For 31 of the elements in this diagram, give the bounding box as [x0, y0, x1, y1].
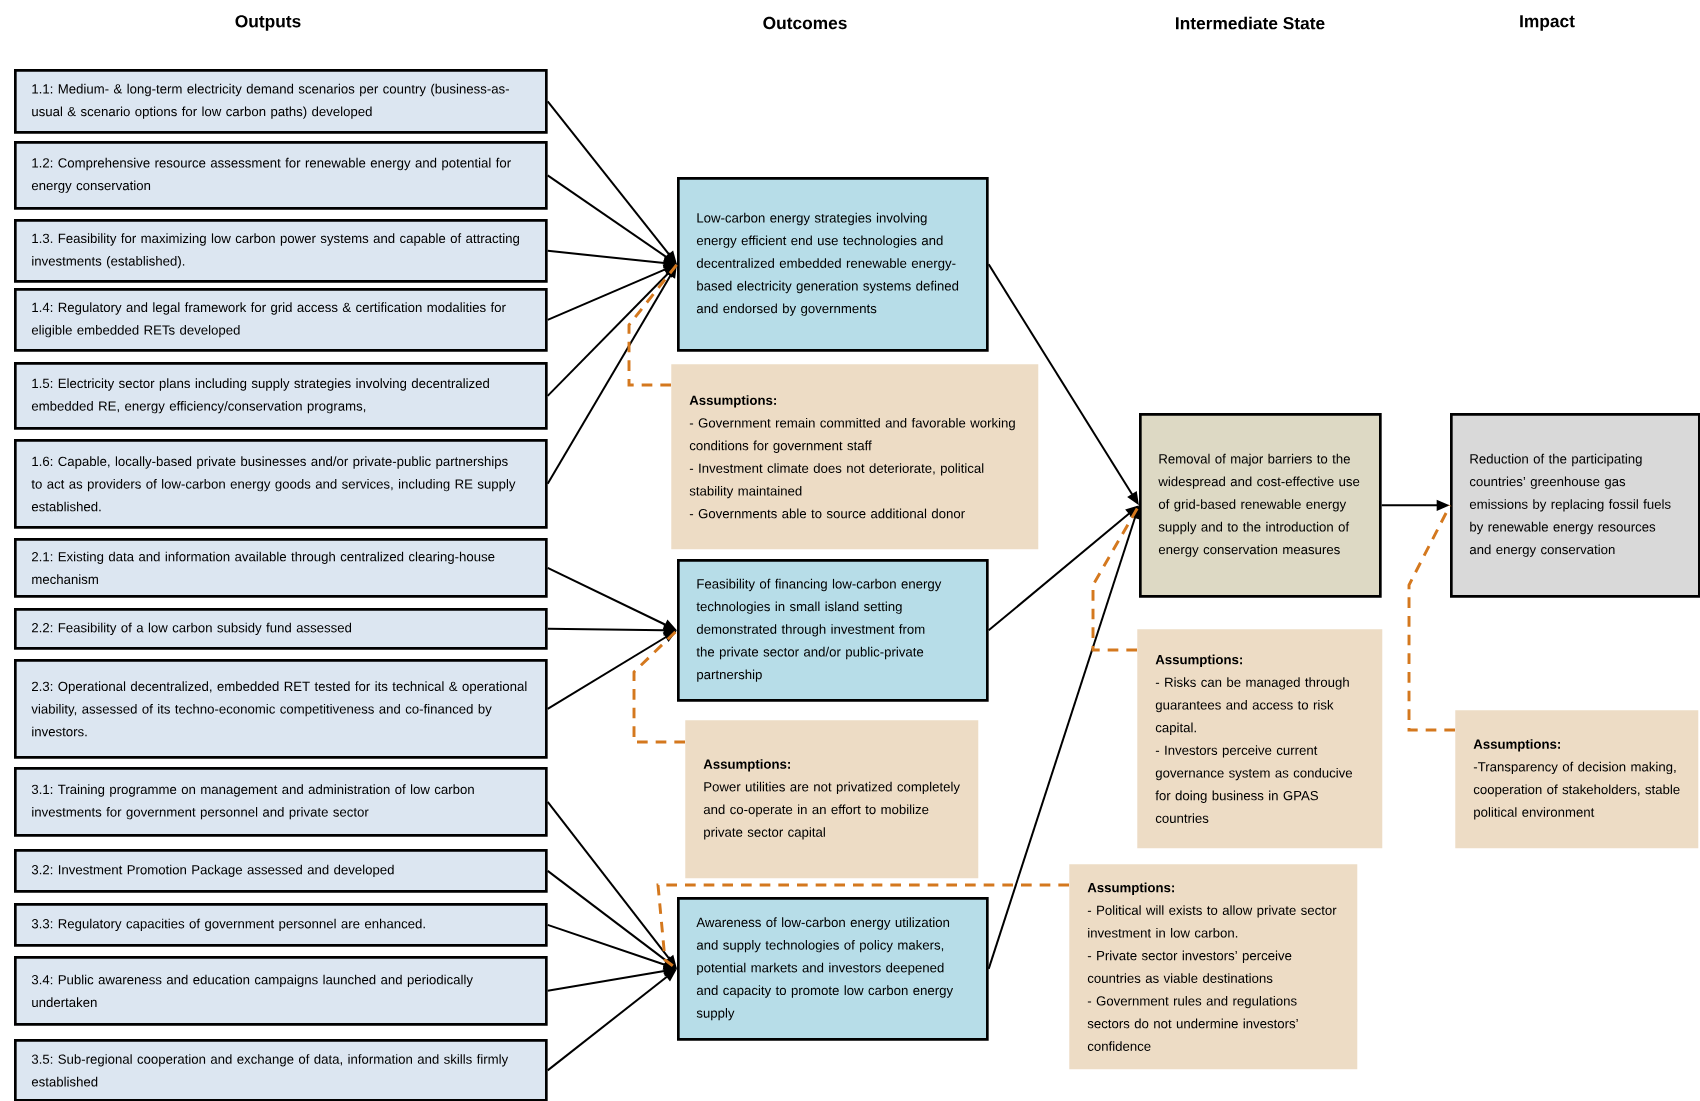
column-heading: Impact [1520, 15, 1575, 31]
output-box: 3.2: Investment Promotion Package assessed and developed [14, 849, 548, 893]
output-box: 1.5: Electricity sector plans including supply strategies involving decentralized embedded RE, energy efficiency/conservation programs, [14, 362, 548, 430]
assumption-box: Assumptions: -Transparency of decision making, cooperation of stakeholders, stable political environment [1455, 710, 1699, 849]
dashed-connector [632, 629, 685, 744]
outcome-box: Awareness of low-carbon energy utilization and supply technologies of policy makers, potential markets and investors deepened and capacity to promote low carbon energy supply [677, 897, 989, 1041]
impact-box: Reduction of the participating countries’ greenhouse gas emissions by replacing fossil fuels by renewable energy resources and energy conservation [1450, 413, 1700, 598]
output-box: 2.3: Operational decentralized, embedded RET tested for its technical & operational viability, assessed of its techno-economic competitiveness and co-financed by investors. [14, 659, 548, 759]
assumption-box: Assumptions: - Political will exists to allow private sector investment in low carbon. - Private sector investors’ perceive countries as viable destinations - Government rules and regulations sectors do not undermine investors’ confidence [1069, 864, 1358, 1070]
output-box: 3.1: Training programme on management and administration of low carbon investments for government personnel and private sector [14, 767, 548, 837]
intermediate-box: Removal of major barriers to the widespread and cost-effective use of grid-based renewable energy supply and to the introduction of energy conservation measures [1139, 413, 1382, 598]
assumption-box: Assumptions: Power utilities are not privatized completely and co-operate in an effort to mobilize private sector capital [685, 720, 979, 879]
output-box: 3.4: Public awareness and education campaigns launched and periodically undertaken [14, 956, 548, 1026]
output-box: 1.2: Comprehensive resource assessment for renewable energy and potential for energy conservation [14, 141, 548, 210]
assumption-box: Assumptions: - Risks can be managed through guarantees and access to risk capital. - Investors perceive current governance system as conducive for doing business in GPAS countries [1137, 629, 1383, 849]
output-box: 3.3: Regulatory capacities of government personnel are enhanced. [14, 903, 548, 947]
assumption-box: Assumptions: - Government remain committed and favorable working conditions for government staff - Investment climate does not deteriorate, political stability maintained - Governments able to source additional donor [671, 364, 1039, 550]
output-box: 1.6: Capable, locally-based private businesses and/or private-public partnerships to act as providers of low-carbon energy goods and services, including RE supply established. [14, 439, 548, 529]
dashed-connector [1407, 504, 1455, 732]
outcome-box: Low-carbon energy strategies involving energy efficient end use technologies and decentralized embedded renewable energy-based electricity generation systems defined and endorsed by governments [677, 177, 989, 352]
column-heading: Outcomes [763, 16, 847, 30]
output-box: 1.1: Medium- & long-term electricity demand scenarios per country (business-as-usual & scenario options for low carbon paths) developed [14, 69, 548, 134]
column-heading: Intermediate State [1176, 16, 1325, 30]
dashed-connector [627, 263, 679, 387]
output-box: 2.2: Feasibility of a low carbon subsidy fund assessed [14, 608, 548, 650]
output-box: 1.3. Feasibility for maximizing low carbon power systems and capable of attracting investments (established). [14, 219, 548, 283]
outcome-box: Feasibility of financing low-carbon energy technologies in small island setting demonstrated through investment from the private sector and/or public-private partnership [677, 559, 989, 702]
output-box: 3.5: Sub-regional cooperation and exchange of data, information and skills firmly established [14, 1039, 548, 1101]
output-box: 2.1: Existing data and information available through centralized clearing-house mechanism [14, 538, 548, 598]
output-box: 1.4: Regulatory and legal framework for grid access & certification modalities for eligible embedded RETs developed [14, 288, 548, 352]
column-heading: Outputs [235, 15, 301, 31]
